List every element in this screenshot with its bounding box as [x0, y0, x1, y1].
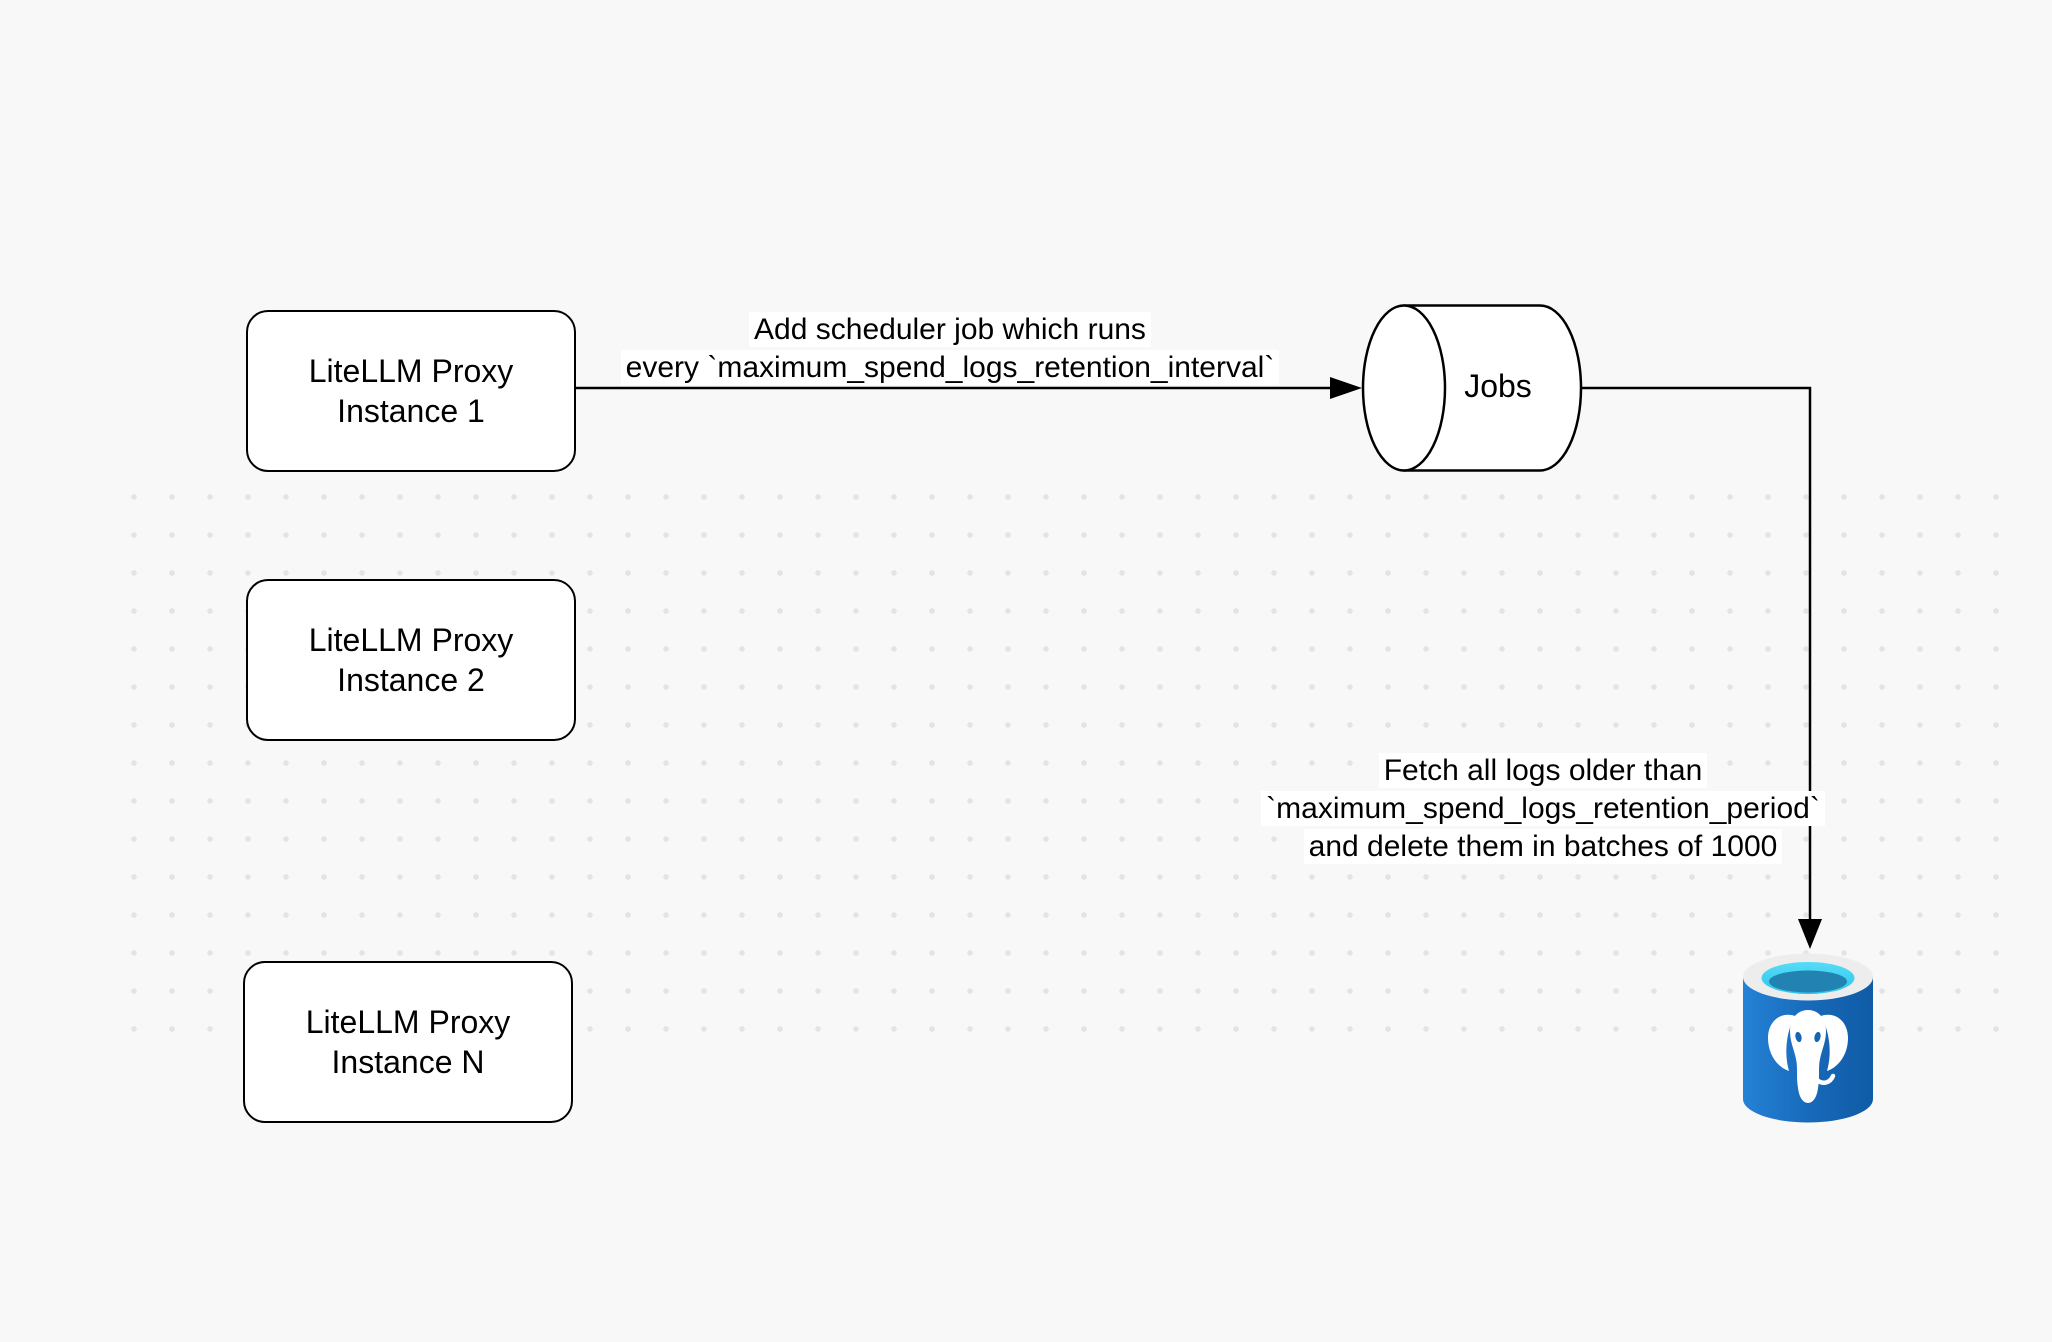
edge-label-line: and delete them in batches of 1000: [1303, 829, 1783, 864]
jobs-label: Jobs: [1464, 368, 1532, 404]
edge-label-line: Fetch all logs older than: [1378, 753, 1708, 788]
node-label-line: LiteLLM Proxy: [308, 622, 514, 658]
postgres-elephant-icon: [1768, 1010, 1848, 1103]
node-label-line: Instance 1: [337, 393, 485, 429]
node-litellm-proxy-instance-1: LiteLLM Proxy Instance 1: [246, 310, 576, 472]
edge-label-cleanup: Fetch all logs older than `maximum_spend…: [1143, 752, 1943, 866]
edge-label-schedule: Add scheduler job which runs every `maxi…: [550, 311, 1350, 387]
node-litellm-proxy-instance-n: LiteLLM Proxy Instance N: [243, 961, 573, 1123]
node-litellm-proxy-instance-2: LiteLLM Proxy Instance 2: [246, 579, 576, 741]
edge-label-line: `maximum_spend_logs_retention_period`: [1261, 791, 1825, 826]
arrowhead-right-icon: [1330, 377, 1362, 399]
edge-label-line: Add scheduler job which runs: [749, 312, 1151, 347]
arrowhead-down-icon: [1798, 919, 1822, 949]
postgresql-database-icon: [1743, 953, 1873, 1123]
node-label-line: LiteLLM Proxy: [305, 1004, 511, 1040]
node-label-line: Instance 2: [337, 662, 485, 698]
node-label-line: Instance N: [331, 1044, 485, 1080]
edge-label-line: every `maximum_spend_logs_retention_inte…: [620, 350, 1280, 385]
arrow-fetch-delete: [1581, 386, 1822, 949]
node-jobs-cylinder: [1361, 304, 1583, 472]
node-label-line: LiteLLM Proxy: [308, 353, 514, 389]
arrow-schedule-job: [576, 377, 1362, 399]
